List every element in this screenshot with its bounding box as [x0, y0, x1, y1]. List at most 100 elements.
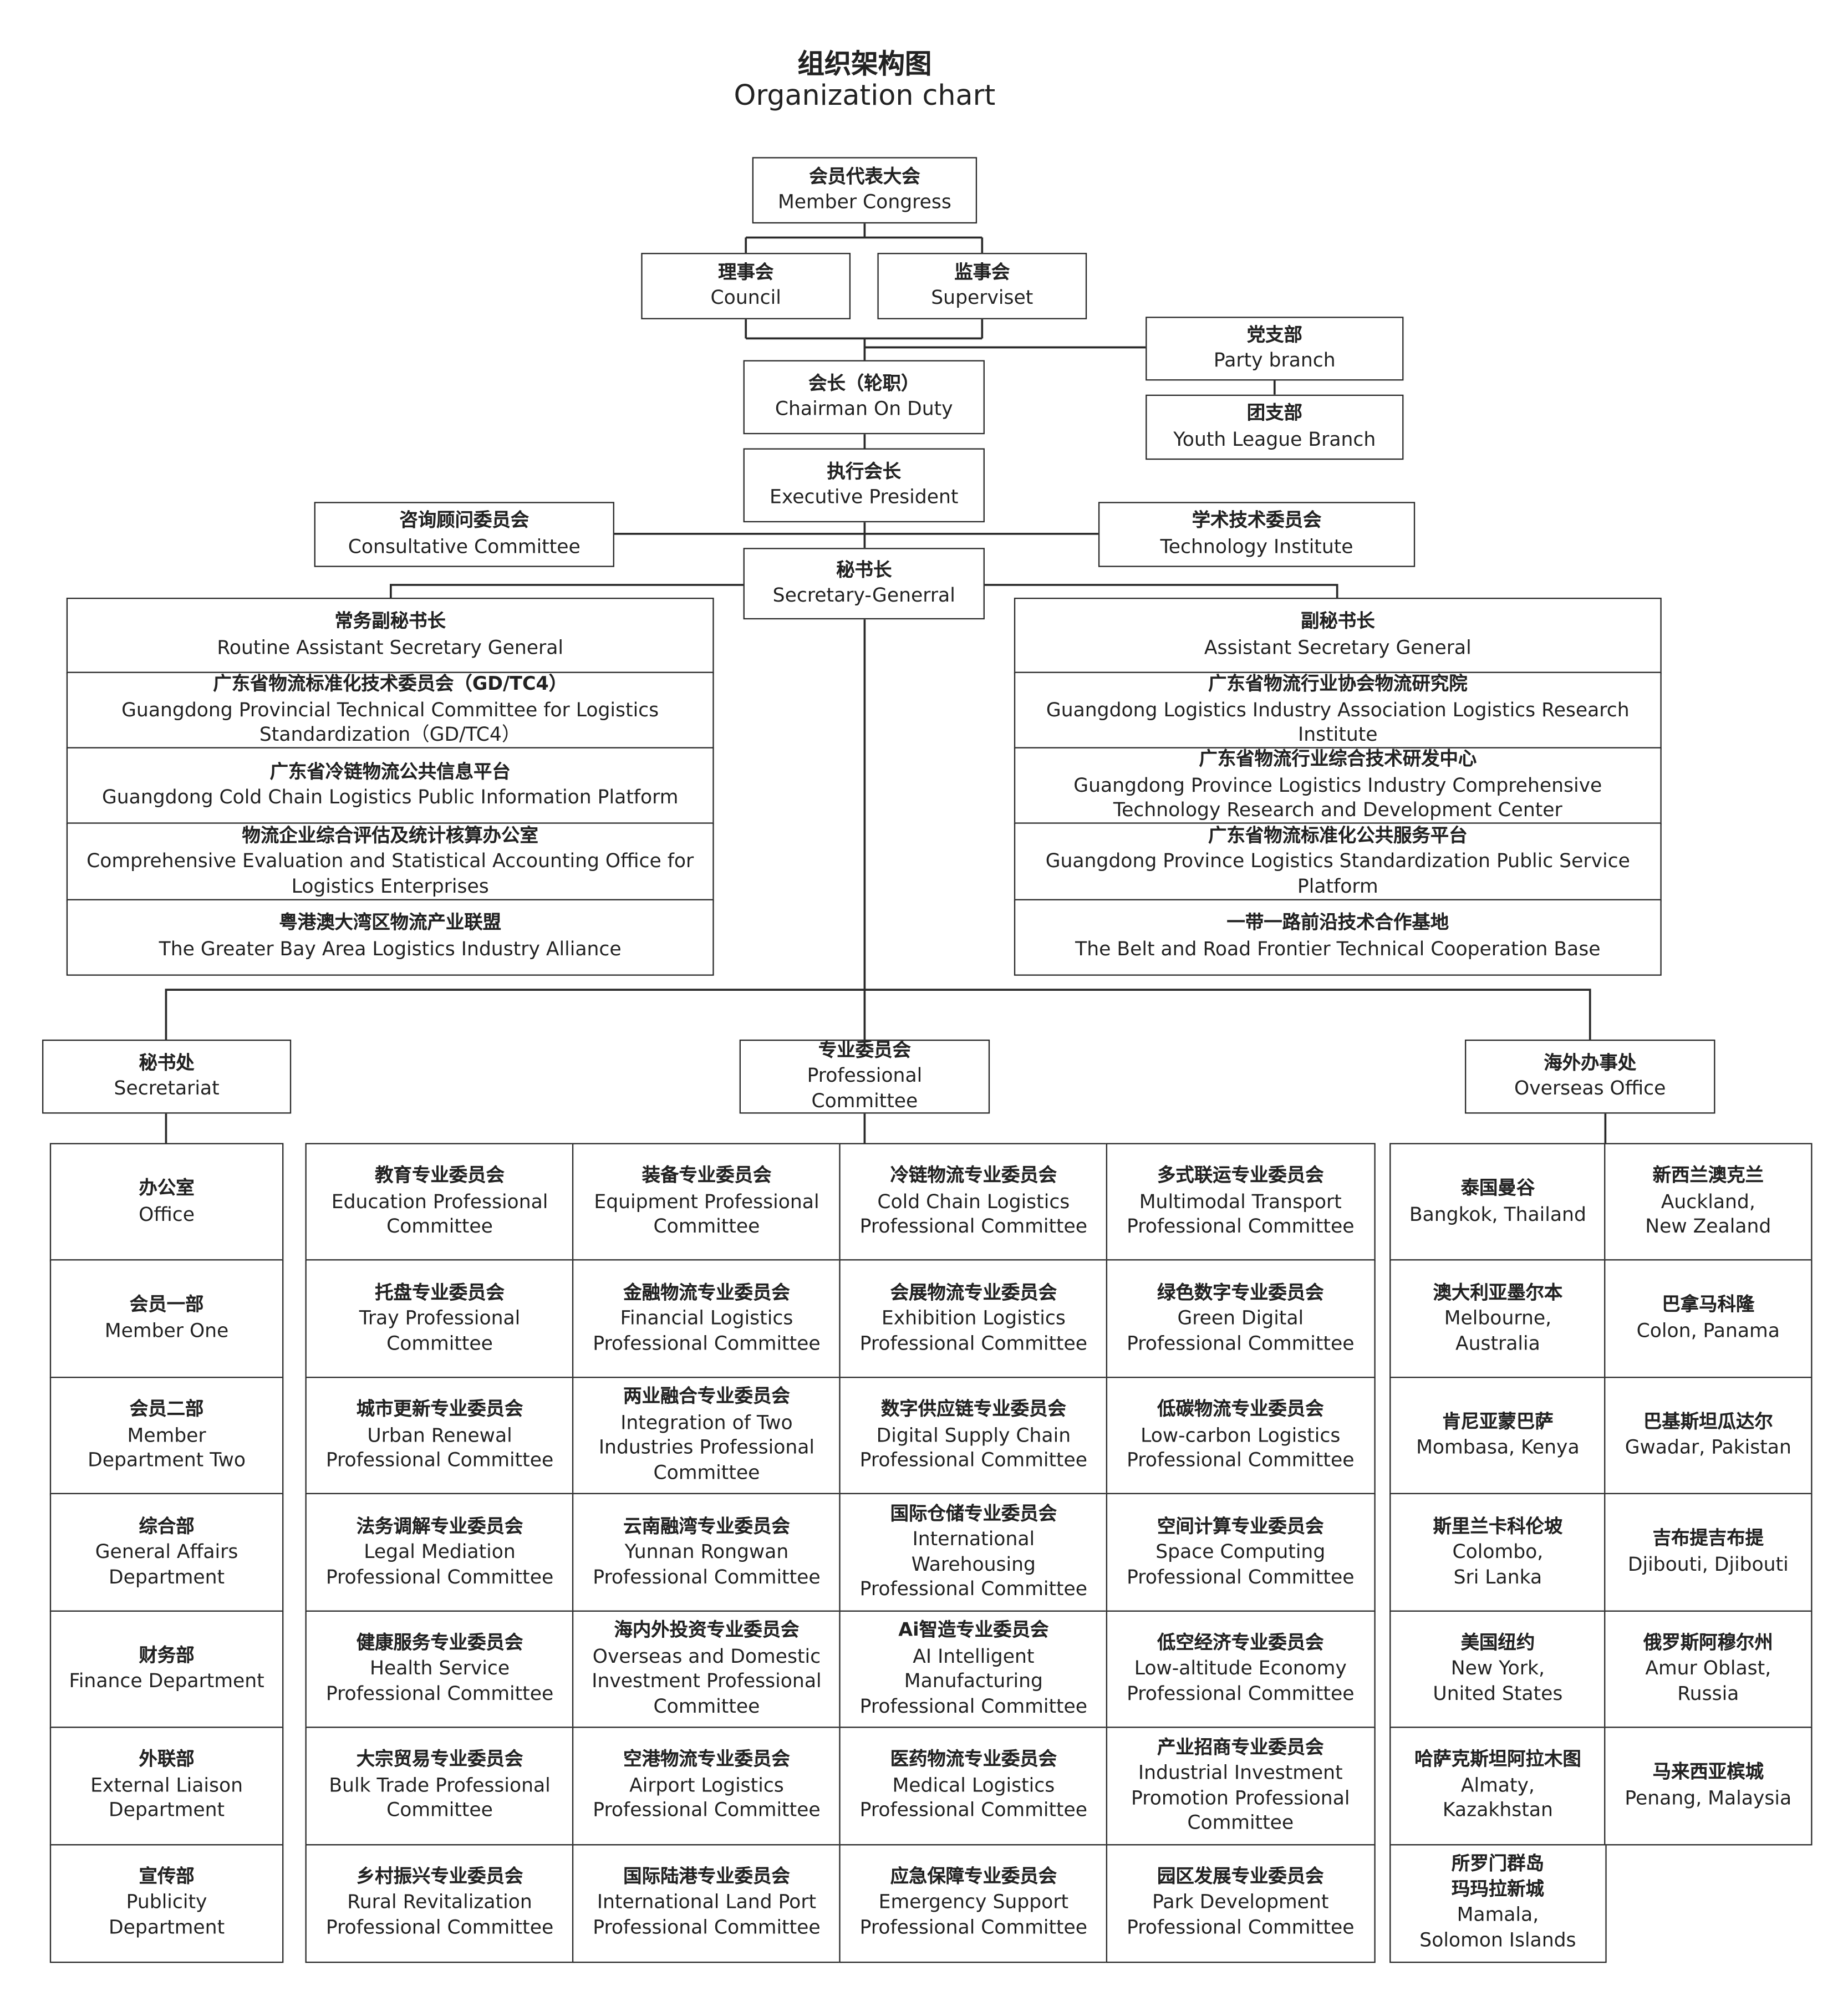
- department-cell-en: Publicity Department: [109, 1890, 225, 1939]
- committee-cell-en: Bulk Trade Professional Committee: [329, 1774, 551, 1822]
- committee-cell-en: Equipment Professional Committee: [594, 1190, 819, 1238]
- left-stack-item-zh: 物流企业综合评估及统计核算办公室: [242, 826, 538, 847]
- committee-cell-zh: 国际仓储专业委员会: [890, 1504, 1057, 1525]
- right-stack-item-en: The Belt and Road Frontier Technical Coo…: [1075, 937, 1601, 960]
- right-stack-item-en: Guangdong Logistics Industry Association…: [1046, 697, 1630, 746]
- overseas-office-cell: 新西兰澳克兰 Auckland, New Zealand: [1604, 1143, 1813, 1262]
- left-stack-item-en: Routine Assistant Secretary General: [217, 635, 563, 659]
- committee-cell: 产业招商专业委员会 Industrial Investment Promotion…: [1106, 1727, 1375, 1846]
- right-stack-item-zh: 副秘书长: [1301, 612, 1375, 633]
- left-stack-item-zh: 粤港澳大湾区物流产业联盟: [279, 913, 502, 934]
- overseas-office-cell-en: Colon, Panama: [1636, 1319, 1780, 1342]
- secretariat-box-en: Secretariat: [114, 1076, 220, 1100]
- committee-cell-zh: 教育专业委员会: [375, 1166, 505, 1187]
- youth-league-box-zh: 团支部: [1246, 403, 1302, 424]
- secretary-general-box-zh: 秘书长: [836, 560, 892, 581]
- committee-cell-zh: 云南融湾专业委员会: [623, 1516, 790, 1537]
- committee-cell-en: Medical Logistics Professional Committee: [859, 1774, 1088, 1822]
- committee-cell: 大宗贸易专业委员会 Bulk Trade Professional Committ…: [305, 1727, 574, 1846]
- committee-cell-zh: 空间计算专业委员会: [1157, 1516, 1324, 1537]
- department-cell-en: Member One: [104, 1319, 229, 1342]
- committee-cell-zh: 金融物流专业委员会: [623, 1283, 790, 1304]
- technology-box-en: Technology Institute: [1160, 534, 1353, 558]
- committee-cell-en: Digital Supply Chain Professional Commit…: [859, 1423, 1088, 1471]
- department-cell-en: Office: [139, 1202, 195, 1226]
- youth-league-box: 团支部 Youth League Branch: [1146, 394, 1404, 460]
- overseas-office-cell-en: Almaty, Kazakhstan: [1442, 1774, 1553, 1822]
- member-congress-box-en: Member Congress: [777, 190, 951, 213]
- overseas-office-cell-zh: 新西兰澳克兰: [1652, 1166, 1764, 1187]
- committee-cell-zh: 托盘专业委员会: [375, 1283, 505, 1304]
- overseas-office-cell-en: Auckland, New Zealand: [1645, 1190, 1771, 1238]
- committee-cell-en: Industrial Investment Promotion Professi…: [1131, 1761, 1350, 1835]
- committee-cell-zh: 应急保障专业委员会: [890, 1867, 1057, 1888]
- left-stack-item-en: The Greater Bay Area Logistics Industry …: [159, 937, 622, 960]
- committee-cell-zh: 大宗贸易专业委员会: [356, 1750, 523, 1771]
- committee-cell-zh: 空港物流专业委员会: [623, 1750, 790, 1771]
- left-stack-item-zh: 常务副秘书长: [334, 612, 446, 633]
- committee-cell-zh: 低空经济专业委员会: [1157, 1633, 1324, 1654]
- overseas-box-en: Overseas Office: [1514, 1076, 1666, 1100]
- committee-cell-zh: 产业招商专业委员会: [1157, 1738, 1324, 1758]
- youth-league-box-en: Youth League Branch: [1173, 427, 1376, 450]
- left-stack-item: 广东省物流标准化技术委员会（GD/TC4）Guangdong Provincia…: [66, 671, 714, 750]
- committee-cell-en: Airport Logistics Professional Committee: [593, 1774, 821, 1822]
- right-stack-item-en: Guangdong Province Logistics Industry Co…: [1073, 773, 1602, 822]
- committee-cell-zh: Ai智造专业委员会: [898, 1621, 1049, 1642]
- committee-cell-en: Emergency Support Professional Committee: [859, 1890, 1088, 1939]
- committee-cell-en: Urban Renewal Professional Committee: [325, 1423, 554, 1471]
- overseas-office-cell-zh: 所罗门群岛 玛玛拉新城: [1451, 1854, 1544, 1900]
- committee-cell-en: International Land Port Professional Com…: [593, 1890, 821, 1939]
- committee-cell-en: Exhibition Logistics Professional Commit…: [859, 1306, 1088, 1355]
- overseas-office-cell-en: New York, United States: [1433, 1657, 1563, 1705]
- department-cell-zh: 综合部: [139, 1516, 195, 1537]
- overseas-office-cell-zh: 泰国曼谷: [1460, 1179, 1535, 1199]
- left-stack-item-zh: 广东省冷链物流公共信息平台: [269, 762, 511, 783]
- committee-cell-en: Park Development Professional Committee: [1127, 1890, 1355, 1939]
- committee-cell-en: Health Service Professional Committee: [325, 1657, 554, 1705]
- secretariat-box-zh: 秘书处: [139, 1053, 195, 1074]
- right-stack-item-en: Guangdong Province Logistics Standardiza…: [1045, 849, 1630, 898]
- department-cell-zh: 宣传部: [139, 1867, 195, 1888]
- committee-cell: 健康服务专业委员会 Health Service Professional Com…: [305, 1610, 574, 1729]
- chart-title-zh: 组织架构图: [797, 48, 932, 79]
- overseas-office-cell-en: Mamala, Solomon Islands: [1419, 1903, 1576, 1951]
- committee-cell-zh: 医药物流专业委员会: [890, 1750, 1057, 1771]
- technology-box-zh: 学术技术委员会: [1192, 511, 1322, 532]
- overseas-office-cell-en: Melbourne, Australia: [1444, 1306, 1552, 1355]
- department-cell-en: Member Department Two: [88, 1423, 246, 1471]
- committee-cell-zh: 法务调解专业委员会: [356, 1516, 523, 1537]
- committee-cell-en: Low-altitude Economy Professional Commit…: [1127, 1657, 1355, 1705]
- committee-cell-en: Tray Professional Committee: [359, 1306, 521, 1355]
- committee-cell-zh: 多式联运专业委员会: [1157, 1166, 1324, 1187]
- committee-cell-zh: 冷链物流专业委员会: [890, 1166, 1057, 1187]
- right-stack-item-zh: 广东省物流标准化公共服务平台: [1208, 826, 1468, 847]
- committee-cell-zh: 健康服务专业委员会: [356, 1633, 523, 1654]
- supervisor-box-en: Superviset: [931, 286, 1034, 309]
